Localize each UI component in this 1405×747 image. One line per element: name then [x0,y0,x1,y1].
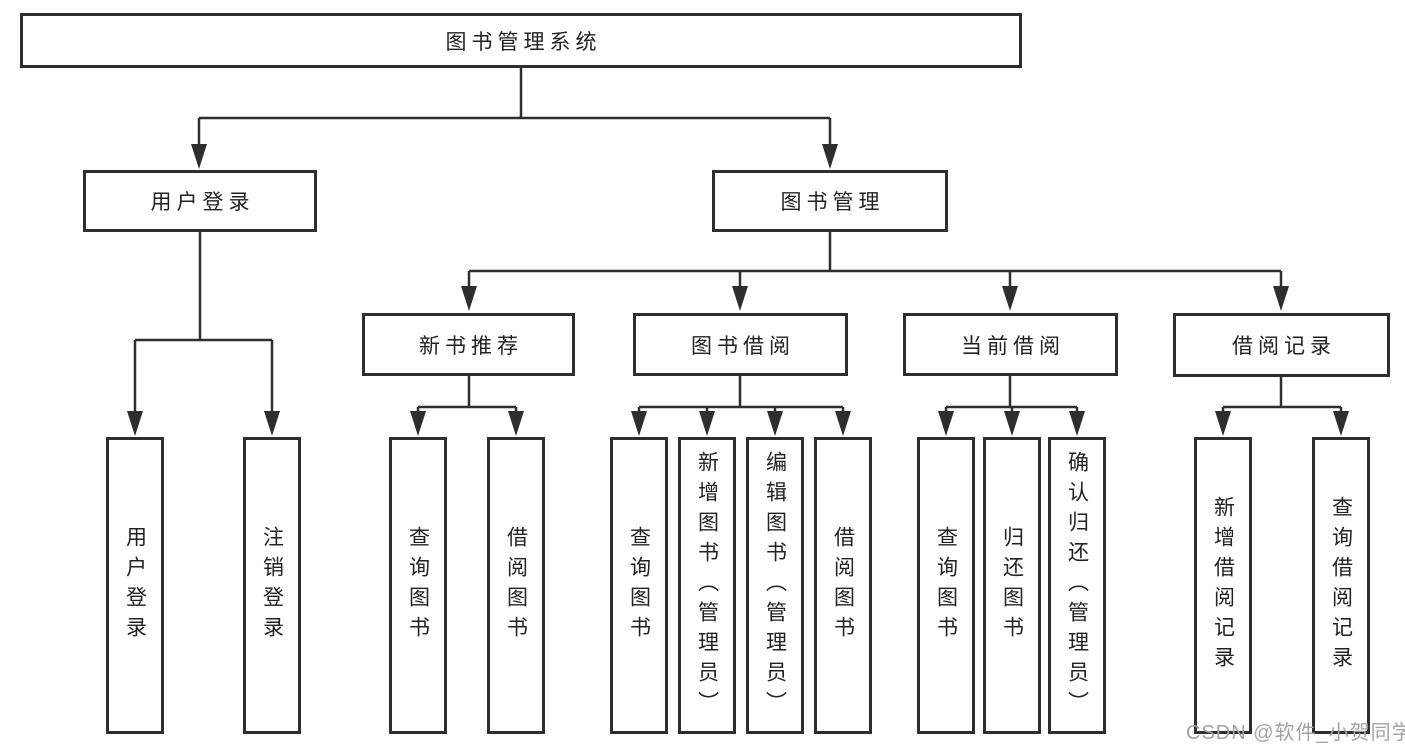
leaf-label: 确认归还（管理员） [1065,450,1089,721]
csdn-watermark: CSDN @软件_小贺同学 [1186,722,1405,744]
leaf-label: 查询图书 [406,525,430,646]
node-new-book-recommend: 新书推荐 [362,313,575,376]
leaf-borrow-add-books-admin: 新增图书（管理员） [678,437,736,734]
arrowheads [127,144,1349,436]
node-user-login: 用户登录 [83,170,317,232]
leaf-label: 查询借阅记录 [1329,495,1353,676]
leaf-label: 查询图书 [934,525,958,646]
leaf-current-confirm-return-admin: 确认归还（管理员） [1048,437,1106,734]
leaf-records-query-record: 查询借阅记录 [1312,437,1370,734]
leaf-label: 借阅图书 [831,525,855,646]
node-label: 当前借阅 [961,334,1065,358]
node-label: 用户登录 [150,191,255,214]
leaf-borrow-query-books: 查询图书 [610,437,668,734]
leaf-label: 查询图书 [627,525,651,646]
node-label: 借阅记录 [1232,335,1336,358]
node-current-borrow: 当前借阅 [903,313,1118,376]
node-book-management: 图书管理 [712,170,948,232]
leaf-logout: 注销登录 [243,437,301,734]
leaf-current-query-books: 查询图书 [917,437,975,734]
leaf-borrow-edit-books-admin: 编辑图书（管理员） [746,437,804,734]
leaf-current-return-books: 归还图书 [983,437,1041,734]
node-borrow-records: 借阅记录 [1173,313,1390,377]
node-label: 图书管理系统 [445,30,602,54]
leaf-label: 注销登录 [260,525,284,646]
leaf-label: 借阅图书 [504,525,528,646]
node-label: 图书管理 [780,191,885,214]
node-book-borrow: 图书借阅 [633,313,848,376]
leaf-label: 新增图书（管理员） [695,450,719,721]
leaf-user-login: 用户登录 [106,437,164,734]
leaf-label: 用户登录 [123,525,147,646]
leaf-recommend-query-books: 查询图书 [389,437,447,734]
node-library-management-system: 图书管理系统 [20,13,1022,68]
node-label: 新书推荐 [419,334,523,358]
leaf-label: 编辑图书（管理员） [763,450,787,721]
leaf-recommend-borrow-books: 借阅图书 [487,437,545,734]
leaf-borrow-borrow-books: 借阅图书 [814,437,872,734]
leaf-records-add-record: 新增借阅记录 [1194,437,1252,734]
leaf-label: 新增借阅记录 [1211,495,1235,676]
node-label: 图书借阅 [691,334,795,358]
leaf-label: 归还图书 [1000,525,1024,646]
